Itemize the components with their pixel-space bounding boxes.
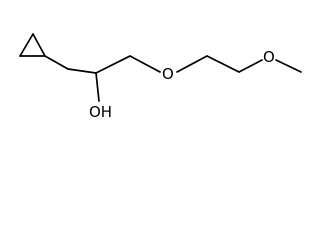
bond: [95, 55, 131, 74]
bond: [19, 33, 34, 57]
bond: [206, 55, 240, 73]
bond: [275, 59, 302, 73]
ether-oxygen-label: O: [263, 48, 275, 66]
bond: [32, 33, 46, 57]
bond: [67, 68, 97, 74]
chemical-structure: OH O O: [19, 33, 302, 121]
bond: [44, 55, 69, 70]
bond: [176, 55, 208, 73]
bond: [238, 59, 263, 73]
cyclopropyl-ring: [19, 33, 46, 57]
ether-oxygen-label: O: [162, 65, 174, 83]
hydroxyl-label: OH: [89, 103, 112, 121]
bond: [129, 55, 161, 73]
bond: [95, 72, 100, 102]
carbon-chain: [44, 55, 302, 102]
